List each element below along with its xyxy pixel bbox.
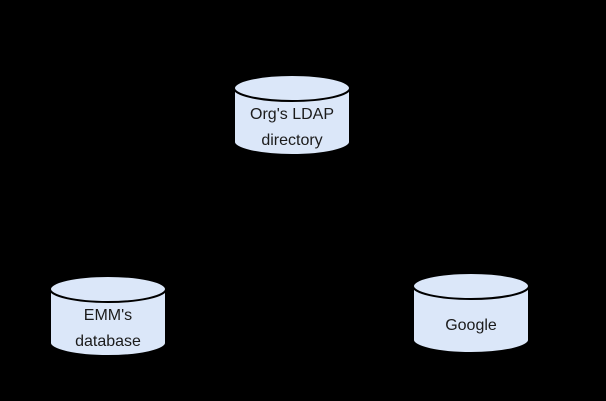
node-emm-database: EMM's database [48,274,168,358]
database-cylinder-icon [233,74,351,156]
node-org-ldap-directory: Org's LDAP directory [232,73,352,157]
node-google: Google [411,271,531,355]
database-cylinder-icon [412,272,530,354]
database-cylinder-icon [49,275,167,357]
